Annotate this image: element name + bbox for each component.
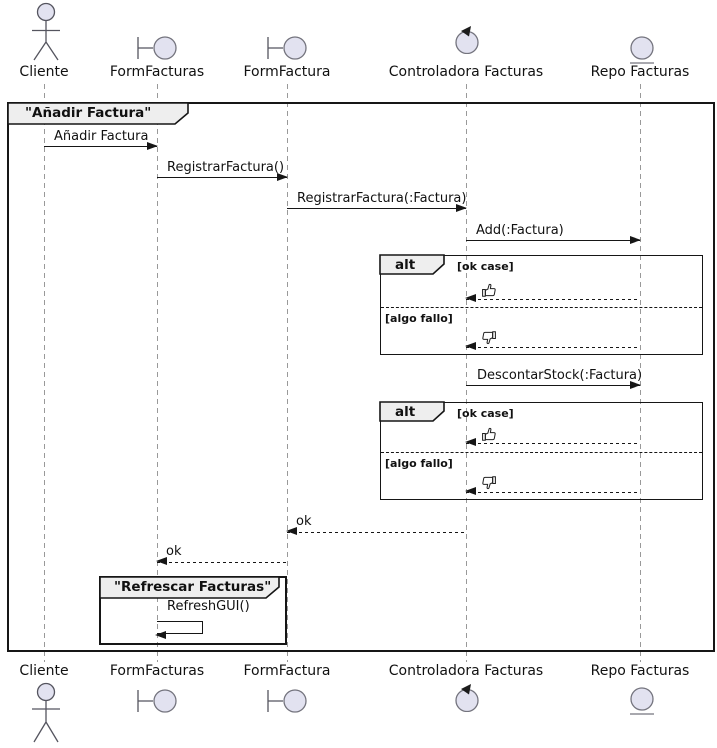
arrowhead-icon [630, 236, 641, 244]
thumbs-down-icon [482, 476, 496, 490]
arrowhead-icon [465, 487, 476, 495]
participant-label-cliente: Cliente [19, 64, 69, 80]
message-label: RefreshGUI() [167, 599, 250, 614]
alt-guard-ok: [ok case] [457, 260, 514, 273]
thumbs-up-icon [482, 427, 496, 441]
return-arrow [465, 487, 640, 495]
frame-anadir-factura: "Añadir Factura" [7, 102, 715, 652]
participant-label-controladora: Controladora Facturas [388, 663, 544, 679]
participant-label-formfacturas: FormFacturas [109, 64, 205, 80]
inner-frame-title: "Refrescar Facturas" [114, 579, 272, 595]
self-message-arrow [155, 621, 203, 639]
arrowhead-icon [465, 342, 476, 350]
alt-pentagon [379, 254, 446, 276]
lifeline-repo [640, 84, 641, 662]
arrowhead-icon [465, 438, 476, 446]
boundary-icon [267, 689, 307, 713]
entity-icon [630, 36, 654, 64]
alt-pentagon [379, 401, 446, 423]
participant-label-repo: Repo Facturas [590, 64, 690, 80]
arrowhead-icon [156, 557, 167, 565]
frame-title-pentagon [7, 102, 189, 125]
thumbs-down-icon [482, 331, 496, 345]
message-arrow [466, 236, 641, 244]
arrowhead-icon [277, 173, 288, 181]
frame-title: "Añadir Factura" [25, 105, 152, 121]
alt-guard-fail: [algo fallo] [385, 312, 453, 325]
arrowhead-icon [630, 381, 641, 389]
thumbs-up-icon [482, 283, 496, 297]
boundary-icon [267, 36, 307, 60]
actor-icon [32, 682, 60, 743]
boundary-icon [137, 36, 177, 60]
message-label: ok [296, 514, 312, 529]
arrowhead-icon [456, 204, 467, 212]
lifeline-cliente [44, 84, 45, 662]
participant-label-formfactura: FormFactura [243, 663, 331, 679]
message-label: RegistrarFactura() [167, 160, 285, 175]
message-arrow [157, 173, 288, 181]
participant-label-cliente: Cliente [19, 663, 69, 679]
control-icon [455, 684, 479, 712]
return-arrow [465, 342, 640, 350]
alt-operator: alt [395, 257, 416, 273]
boundary-icon [137, 689, 177, 713]
message-arrow [287, 204, 467, 212]
alt-guard-fail: [algo fallo] [385, 457, 453, 470]
return-arrow [156, 557, 287, 565]
alt-operator: alt [395, 404, 416, 420]
participant-label-formfactura: FormFactura [243, 64, 331, 80]
entity-icon [630, 687, 654, 715]
lifeline-controladora [466, 84, 467, 662]
alt-divider [381, 452, 702, 453]
return-arrow [465, 438, 640, 446]
message-arrow [466, 381, 641, 389]
alt-divider [381, 307, 702, 308]
message-arrow [44, 142, 158, 150]
message-label: Añadir Factura [54, 129, 149, 144]
message-label: DescontarStock(:Factura) [477, 368, 643, 383]
control-icon [455, 26, 479, 54]
return-arrow [286, 527, 466, 535]
frame-refrescar-facturas: "Refrescar Facturas" [99, 576, 287, 645]
arrowhead-icon [286, 527, 297, 535]
lifeline-formfactura [287, 84, 288, 662]
message-label: Add(:Factura) [476, 223, 564, 238]
alt-fragment-2: alt [ok case] [algo fallo] [379, 401, 703, 500]
arrowhead-icon [147, 142, 158, 150]
message-label: ok [166, 544, 182, 559]
actor-icon [32, 2, 60, 61]
participant-label-repo: Repo Facturas [590, 663, 690, 679]
arrowhead-icon [465, 294, 476, 302]
return-arrow [465, 294, 640, 302]
alt-fragment-1: alt [ok case] [algo fallo] [379, 254, 703, 355]
participant-label-formfacturas: FormFacturas [109, 663, 205, 679]
frame-title-pentagon [99, 576, 280, 599]
message-label: RegistrarFactura(:Factura) [297, 191, 467, 206]
arrowhead-icon [155, 630, 166, 639]
alt-guard-ok: [ok case] [457, 407, 514, 420]
participant-label-controladora: Controladora Facturas [388, 64, 544, 80]
lifeline-formfacturas [157, 84, 158, 662]
